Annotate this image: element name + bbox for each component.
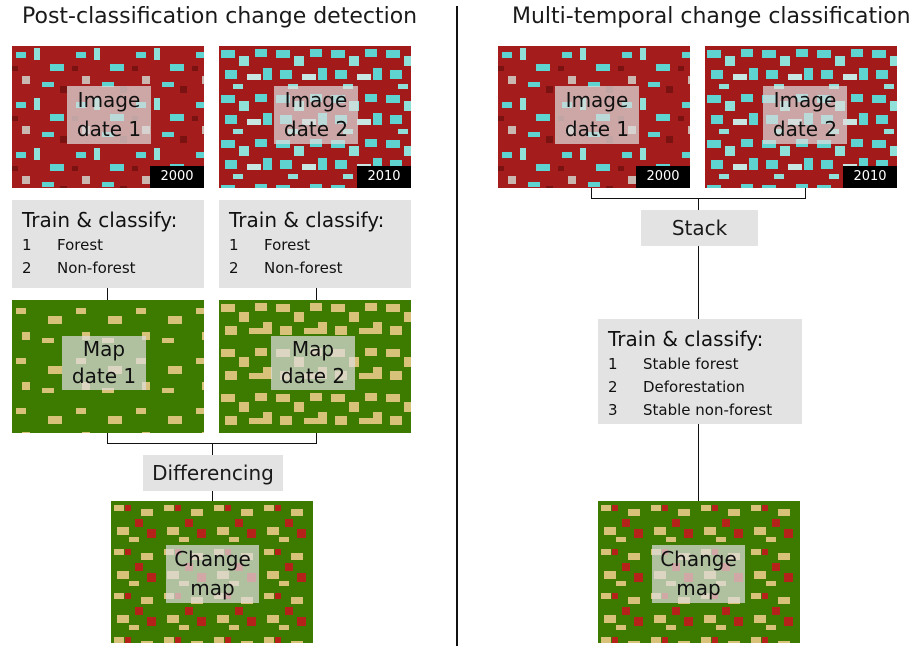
- connector: [212, 491, 213, 501]
- right-image-date1-label: Image date 1: [555, 86, 639, 144]
- left-map-date2-label: Map date 2: [271, 336, 355, 390]
- differencing-box: Differencing: [143, 455, 283, 491]
- right-title: Multi-temporal change classification: [512, 4, 909, 29]
- right-image-date2-label: Image date 2: [763, 86, 847, 144]
- left-map-date1: Map date 1: [12, 300, 204, 433]
- left-image-date1-label: Image date 1: [67, 86, 151, 144]
- connector: [698, 246, 699, 319]
- stack-box: Stack: [641, 210, 758, 246]
- left-change-map: Change map: [111, 501, 313, 643]
- left-map-date2: Map date 2: [219, 300, 411, 433]
- connector: [212, 443, 213, 455]
- bracket-right: [316, 433, 317, 443]
- right-image-date1-year: 2000: [636, 166, 690, 188]
- column-divider: [456, 6, 458, 646]
- connector: [107, 288, 108, 300]
- connector: [316, 288, 317, 300]
- left-image-date1: Image date 1 2000: [12, 46, 204, 188]
- left-image-date2-label: Image date 2: [274, 86, 358, 144]
- left-map-date1-label: Map date 1: [62, 336, 146, 390]
- left-change-map-label: Change map: [166, 545, 259, 603]
- right-image-date2-year: 2010: [843, 166, 897, 188]
- left-title: Post-classification change detection: [22, 4, 418, 29]
- left-image-date2: Image date 2 2010: [219, 46, 411, 188]
- bracket-left: [591, 188, 592, 198]
- right-image-date1: Image date 1 2000: [498, 46, 690, 188]
- left-image-date2-year: 2010: [357, 166, 411, 188]
- left-image-date1-year: 2000: [150, 166, 204, 188]
- right-change-map: Change map: [598, 501, 800, 643]
- right-image-date2: Image date 2 2010: [705, 46, 897, 188]
- bracket-left: [107, 433, 108, 443]
- bracket-right: [805, 188, 806, 198]
- connector: [698, 198, 699, 210]
- right-change-map-label: Change map: [652, 545, 745, 603]
- connector: [698, 424, 699, 501]
